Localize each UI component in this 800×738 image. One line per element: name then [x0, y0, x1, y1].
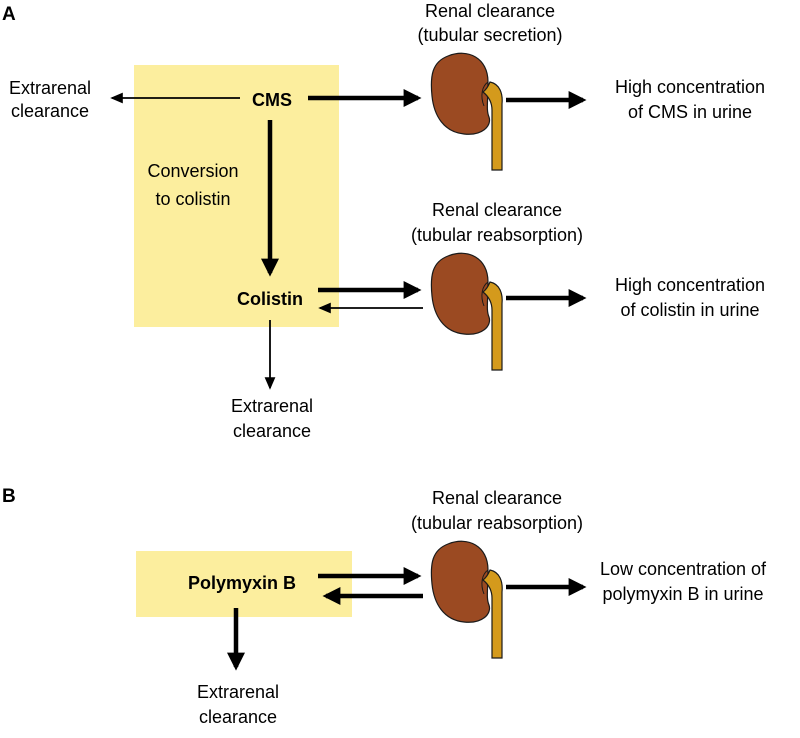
renal-secretion-line2: (tubular secretion) — [417, 25, 562, 45]
urine-colistin-line2: of colistin in urine — [620, 300, 759, 320]
colistin-label: Colistin — [237, 289, 303, 309]
cms-label: CMS — [252, 90, 292, 110]
extrarenal-b-line2: clearance — [199, 707, 277, 727]
extrarenal-left-line1: Extrarenal — [9, 78, 91, 98]
extrarenal-left-line2: clearance — [11, 101, 89, 121]
urine-polymyxin-line2: polymyxin B in urine — [602, 584, 763, 604]
renal-secretion-line1: Renal clearance — [425, 1, 555, 21]
urine-colistin-line1: High concentration — [615, 275, 765, 295]
renal-reabsorption-a-line1: Renal clearance — [432, 200, 562, 220]
renal-reabsorption-a-line2: (tubular reabsorption) — [411, 225, 583, 245]
extrarenal-bottom-line2: clearance — [233, 421, 311, 441]
kidney-icon — [430, 252, 503, 371]
conversion-line2: to colistin — [155, 189, 230, 209]
urine-cms-line2: of CMS in urine — [628, 102, 752, 122]
polymyxin-label: Polymyxin B — [188, 573, 296, 593]
panel-a-label: A — [2, 4, 16, 25]
extrarenal-b-line1: Extrarenal — [197, 682, 279, 702]
kidney-icon — [430, 540, 503, 659]
urine-polymyxin-line1: Low concentration of — [600, 559, 767, 579]
renal-reabsorption-b-line1: Renal clearance — [432, 488, 562, 508]
renal-reabsorption-b-line2: (tubular reabsorption) — [411, 513, 583, 533]
extrarenal-bottom-line1: Extrarenal — [231, 396, 313, 416]
panel-b-label: B — [2, 486, 16, 507]
conversion-line1: Conversion — [147, 161, 238, 181]
urine-cms-line1: High concentration — [615, 77, 765, 97]
panel-b-box — [136, 551, 352, 617]
panel-a-box — [134, 65, 339, 327]
kidney-icon — [430, 52, 503, 171]
